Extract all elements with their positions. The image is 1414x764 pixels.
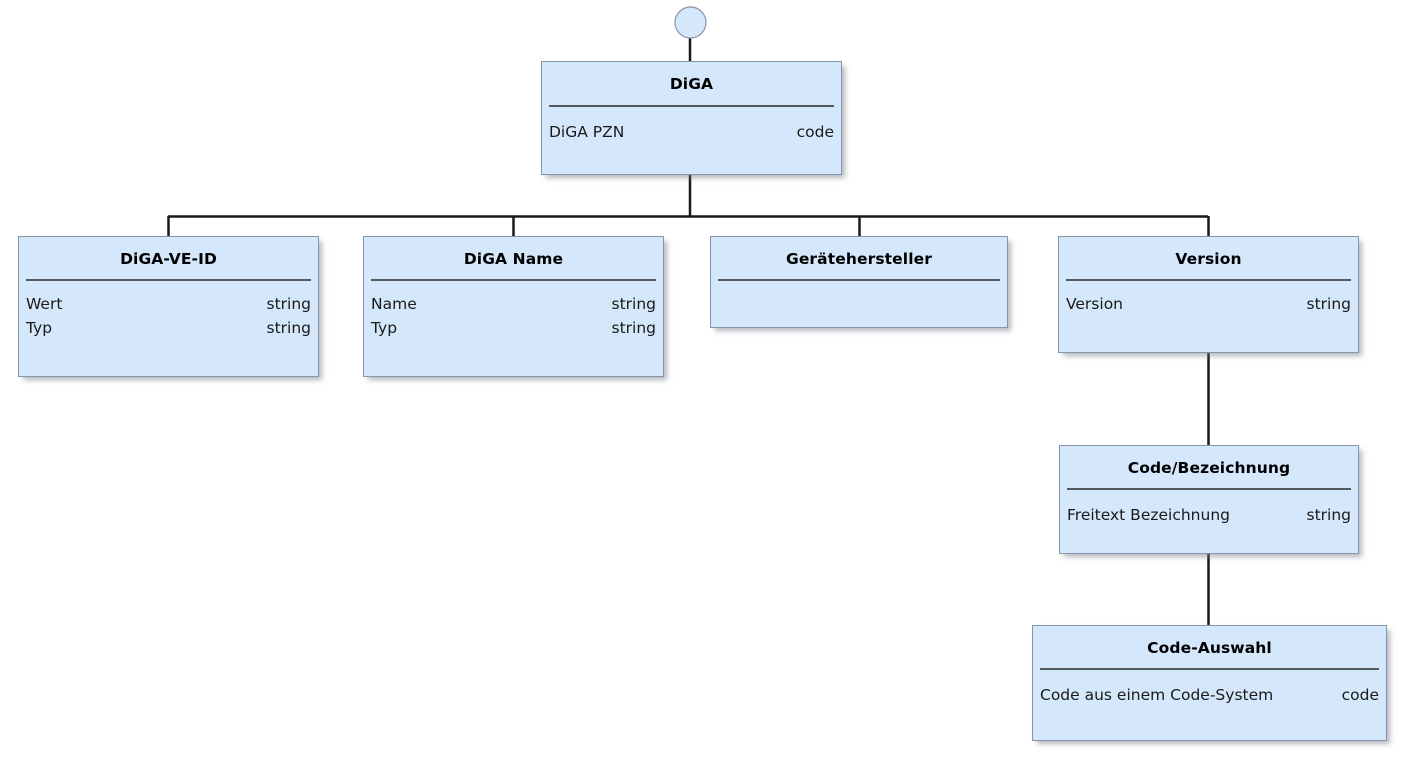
attribute-name: Typ — [26, 319, 53, 337]
attribute-name: DiGA PZN — [549, 123, 625, 141]
node-diga-name-separator — [371, 279, 656, 281]
node-version-attributes: Version string — [1059, 281, 1358, 316]
attribute-type: string — [266, 295, 312, 313]
attribute-name: Name — [371, 295, 417, 313]
node-code-auswahl-title: Code-Auswahl — [1147, 639, 1272, 657]
node-geraetehersteller-title: Gerätehersteller — [786, 250, 932, 268]
node-code-auswahl-attributes: Code aus einem Code-System code — [1033, 670, 1386, 707]
node-diga[interactable]: DiGA DiGA PZN code — [541, 61, 842, 175]
node-diga-name[interactable]: DiGA Name Name string Typ string — [363, 236, 664, 377]
node-code-bezeichnung-separator — [1067, 488, 1351, 490]
node-version-separator — [1066, 279, 1351, 281]
attribute-name: Wert — [26, 295, 63, 313]
node-diga-ve-id-separator — [26, 279, 311, 281]
attribute-row: Name string — [371, 292, 656, 316]
attribute-type: string — [266, 319, 312, 337]
node-code-bezeichnung[interactable]: Code/Bezeichnung Freitext Bezeichnung st… — [1059, 445, 1359, 554]
attribute-name: Typ — [371, 319, 398, 337]
node-geraetehersteller-attributes — [711, 281, 1007, 292]
node-diga-attributes: DiGA PZN code — [542, 107, 841, 144]
node-geraetehersteller[interactable]: Gerätehersteller — [710, 236, 1008, 328]
node-diga-name-attributes: Name string Typ string — [364, 281, 663, 340]
attribute-type: string — [1306, 506, 1352, 524]
node-diga-ve-id[interactable]: DiGA-VE-ID Wert string Typ string — [18, 236, 319, 377]
node-code-auswahl-separator — [1040, 668, 1379, 670]
node-diga-name-title: DiGA Name — [463, 250, 564, 268]
node-diga-separator — [549, 105, 834, 107]
attribute-type: string — [611, 295, 657, 313]
node-version[interactable]: Version Version string — [1058, 236, 1359, 353]
attribute-type: string — [611, 319, 657, 337]
node-version-title: Version — [1175, 250, 1242, 268]
attribute-row: Code aus einem Code-System code — [1040, 683, 1379, 707]
attribute-row: DiGA PZN code — [549, 120, 834, 144]
attribute-name: Freitext Bezeichnung — [1067, 506, 1230, 524]
attribute-row: Version string — [1066, 292, 1351, 316]
node-diga-ve-id-title: DiGA-VE-ID — [120, 250, 217, 268]
attribute-row: Typ string — [26, 316, 311, 340]
attribute-row: Freitext Bezeichnung string — [1067, 503, 1351, 527]
node-diga-ve-id-attributes: Wert string Typ string — [19, 281, 318, 340]
node-code-auswahl[interactable]: Code-Auswahl Code aus einem Code-System … — [1032, 625, 1387, 741]
node-code-bezeichnung-title: Code/Bezeichnung — [1127, 459, 1291, 477]
node-code-bezeichnung-attributes: Freitext Bezeichnung string — [1060, 490, 1358, 527]
attribute-type: code — [1341, 686, 1379, 704]
node-diga-title: DiGA — [669, 75, 714, 93]
attribute-row: Typ string — [371, 316, 656, 340]
attribute-type: string — [1306, 295, 1352, 313]
attribute-name: Code aus einem Code-System — [1040, 686, 1274, 704]
attribute-name: Version — [1066, 295, 1123, 313]
attribute-row: Wert string — [26, 292, 311, 316]
attribute-type: code — [796, 123, 834, 141]
node-geraetehersteller-separator — [718, 279, 1000, 281]
start-circle-icon — [674, 6, 707, 39]
